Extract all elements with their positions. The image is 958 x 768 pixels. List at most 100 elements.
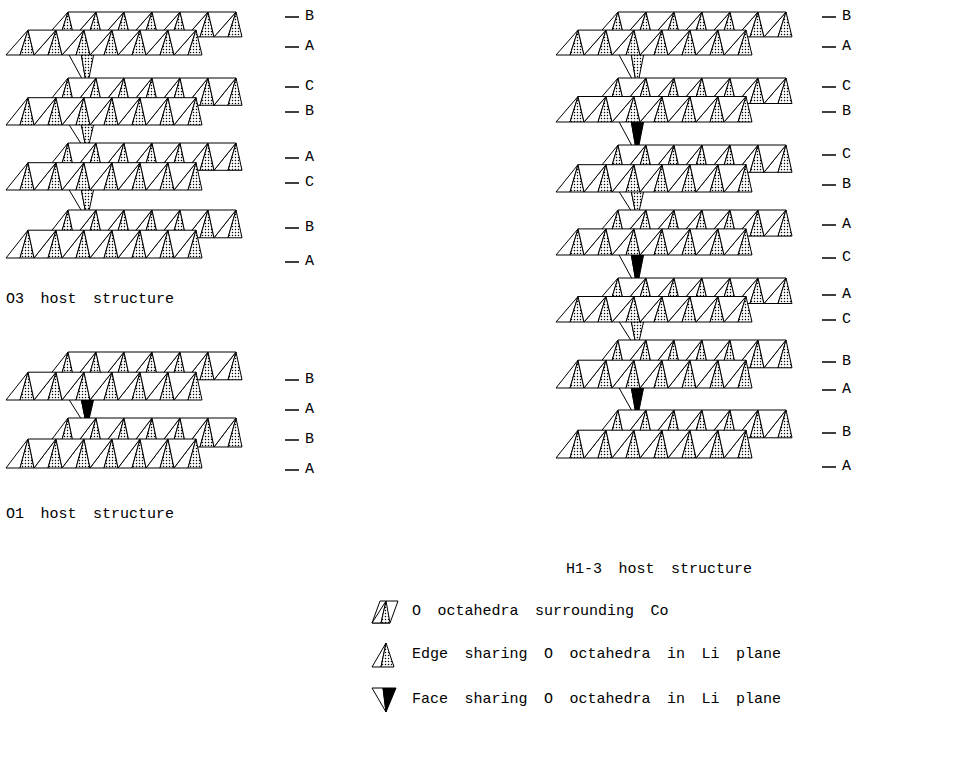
layer-label: B (305, 431, 314, 449)
octahedron-face (634, 360, 662, 388)
octahedron-face (758, 145, 786, 172)
layer-label: A (305, 253, 314, 271)
octahedron-face (28, 30, 56, 55)
layer-label: B (842, 424, 851, 442)
octahedron-face (208, 210, 236, 238)
octahedron-face (140, 372, 168, 400)
octahedron-face (634, 97, 662, 123)
octahedron-face (112, 30, 140, 55)
octahedron-face (168, 439, 196, 468)
octahedron-face (56, 98, 84, 125)
octahedron-face (758, 340, 786, 368)
layer-label: B (842, 103, 851, 121)
layer-label: C (842, 249, 851, 267)
legend-text: Face sharing O octahedra in Li plane (412, 691, 781, 709)
layer-label: A (842, 216, 851, 234)
octahedron-face (690, 97, 718, 123)
octahedron-face (112, 372, 140, 400)
octahedron-face (56, 439, 84, 468)
octahedron-face (84, 439, 112, 468)
layer-tick (822, 111, 836, 113)
layer-tick (822, 257, 836, 259)
octahedron-face (84, 230, 112, 258)
octahedron-face (84, 372, 112, 400)
legend-symbol (372, 601, 398, 623)
layer-tick (285, 261, 299, 263)
octahedron-face (634, 30, 662, 55)
octahedron-face (208, 352, 236, 380)
layer-tick (822, 46, 836, 48)
octahedron-face (168, 230, 196, 258)
layer-label: C (305, 78, 314, 96)
octahedron-face (662, 165, 690, 192)
octahedron-face (758, 278, 786, 304)
layer-tick (822, 361, 836, 363)
layer-label: C (842, 311, 851, 329)
layer-label: B (305, 219, 314, 237)
octahedron-face (690, 30, 718, 55)
octahedron-face (28, 163, 56, 190)
layer-label: A (842, 458, 851, 476)
octahedron-face (690, 297, 718, 323)
octahedron-face (578, 229, 606, 255)
octahedron-face (690, 360, 718, 388)
octahedron-face (606, 229, 634, 255)
octahedron-face (140, 439, 168, 468)
legend-symbol (381, 643, 394, 667)
octahedron-face (690, 165, 718, 192)
octahedron-face (718, 97, 746, 123)
octahedron-face (662, 360, 690, 388)
octahedron-face (28, 372, 56, 400)
octahedron-face (718, 30, 746, 55)
octahedron-face (112, 230, 140, 258)
layer-label: B (842, 176, 851, 194)
octahedron-face (168, 30, 196, 55)
octahedron-face (208, 12, 236, 37)
octahedron-face (718, 229, 746, 255)
layer-label: C (842, 146, 851, 164)
octahedron-face (606, 297, 634, 323)
octahedron-face (662, 97, 690, 123)
layer-tick (822, 389, 836, 391)
octahedron-face (208, 78, 236, 105)
octahedron-face (606, 360, 634, 388)
layer-tick (822, 466, 836, 468)
layer-tick (285, 182, 299, 184)
octahedron-face (758, 78, 786, 104)
octahedron-face (690, 430, 718, 458)
octahedron-face (718, 360, 746, 388)
octahedron-face (578, 30, 606, 55)
octahedron-face (84, 98, 112, 125)
layer-tick (285, 86, 299, 88)
layer-tick (285, 469, 299, 471)
layer-tick (822, 86, 836, 88)
octahedron-face (140, 163, 168, 190)
legend-symbol (383, 688, 396, 712)
structure-caption: O1 host structure (6, 506, 174, 524)
octahedron-face (718, 430, 746, 458)
octahedron-face (112, 98, 140, 125)
octahedron-face (56, 230, 84, 258)
octahedron-face (56, 163, 84, 190)
layer-label: C (305, 174, 314, 192)
layer-tick (285, 379, 299, 381)
layer-tick (285, 111, 299, 113)
layer-label: B (305, 103, 314, 121)
octahedron-face (28, 439, 56, 468)
octahedron-face (168, 98, 196, 125)
octahedron-face (606, 165, 634, 192)
octahedron-face (578, 165, 606, 192)
octahedron-face (208, 143, 236, 170)
octahedron-face (140, 230, 168, 258)
layer-label: B (842, 353, 851, 371)
octahedron-face (634, 430, 662, 458)
octahedron-face (578, 360, 606, 388)
layer-tick (285, 227, 299, 229)
octahedron-face (578, 97, 606, 123)
octahedron-face (168, 163, 196, 190)
octahedron-face (208, 418, 236, 447)
octahedron-face (758, 410, 786, 438)
octahedron-face (758, 12, 786, 37)
layer-label: C (842, 78, 851, 96)
layer-label: A (842, 286, 851, 304)
